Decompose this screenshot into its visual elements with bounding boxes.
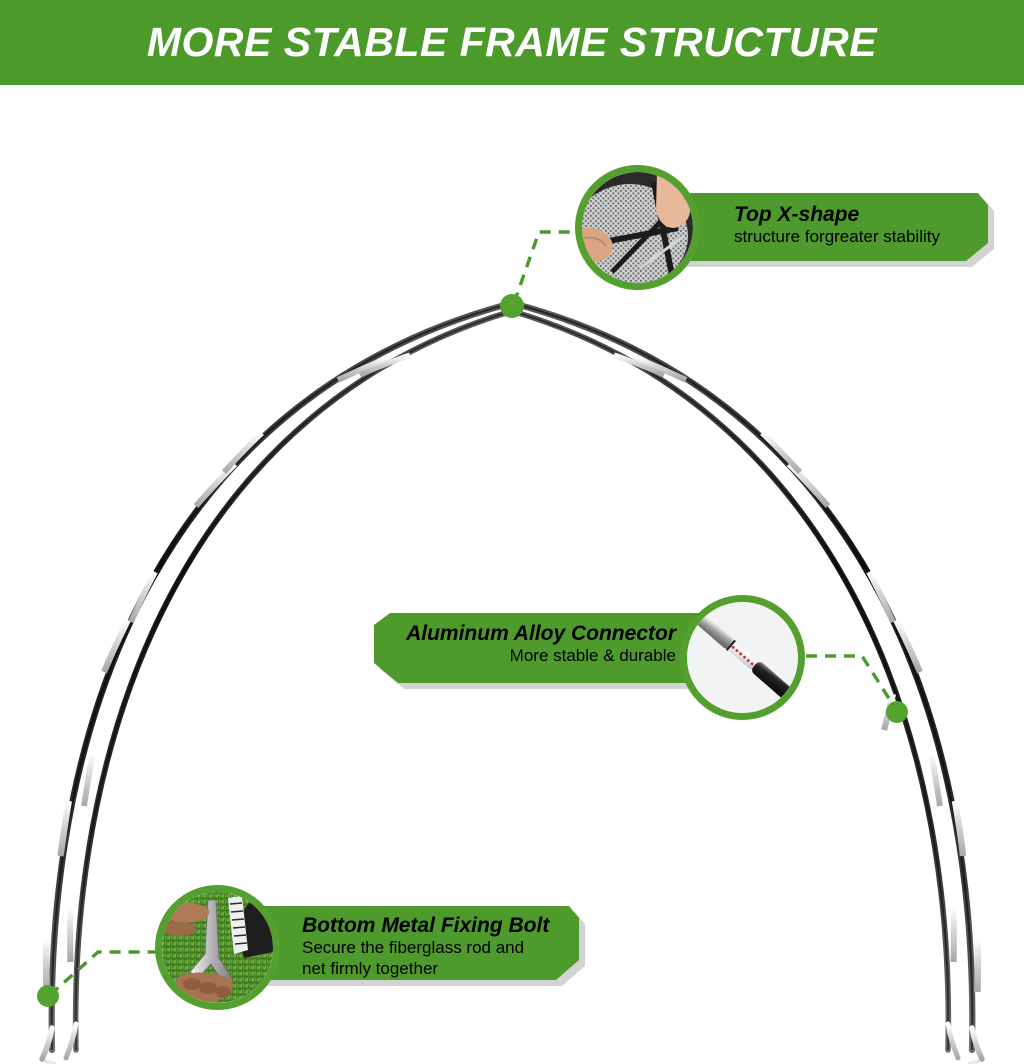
leader-line-mid [806, 654, 899, 712]
callout-mid-text: Aluminum Alloy Connector More stable & d… [396, 622, 676, 667]
callout-mid-title: Aluminum Alloy Connector [406, 622, 676, 645]
callout-top-text: Top X-shape structure forgreater stabili… [734, 203, 940, 248]
page-title: MORE STABLE FRAME STRUCTURE [146, 19, 878, 65]
callout-bot-text: Bottom Metal Fixing Bolt Secure the fibe… [302, 914, 549, 979]
callout-mid-banner: Aluminum Alloy Connector More stable & d… [368, 611, 713, 691]
callout-top-photo [575, 165, 700, 290]
callout-top-title: Top X-shape [734, 203, 860, 226]
callout-top-x-shape: Top X-shape structure forgreater stabili… [575, 165, 995, 295]
ground-reflections [40, 1057, 984, 1064]
apex-connector-marker [500, 294, 524, 318]
mid-rod-connector-marker [886, 701, 908, 723]
callout-bot-subtitle-line1: Secure the fiberglass rod and [302, 938, 525, 958]
header-band: MORE STABLE FRAME STRUCTURE [0, 0, 1024, 85]
callout-top-banner: Top X-shape structure forgreater stabili… [672, 191, 994, 269]
callout-mid-photo [680, 595, 805, 720]
callout-bot-title: Bottom Metal Fixing Bolt [302, 914, 550, 937]
callout-bot-subtitle-line2: net firmly together [302, 958, 439, 978]
pole-outer-connectors [42, 354, 982, 993]
callout-bot-banner: Bottom Metal Fixing Bolt Secure the fibe… [250, 904, 585, 989]
leader-line-top [512, 230, 578, 304]
callout-mid-subtitle: More stable & durable [509, 646, 676, 666]
frame-markers [37, 294, 908, 1007]
callout-bottom-metal-fixing-bolt: Bottom Metal Fixing Bolt Secure the fibe… [155, 885, 585, 1013]
leader-lines [48, 230, 899, 997]
callout-top-subtitle: structure forgreater stability [734, 227, 940, 247]
leader-line-bottom [48, 950, 158, 997]
bottom-stake-marker [37, 985, 59, 1007]
callout-aluminum-alloy-connector: Aluminum Alloy Connector More stable & d… [368, 595, 805, 727]
callout-bot-photo [155, 885, 280, 1010]
